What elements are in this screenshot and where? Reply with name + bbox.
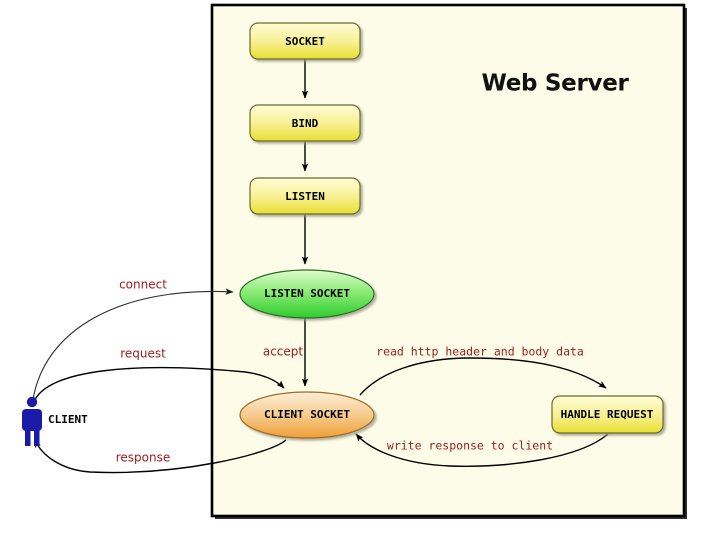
- node-handle-request[interactable]: HANDLE REQUEST: [551, 395, 664, 434]
- node-listen-socket-label: LISTEN SOCKET: [264, 287, 350, 300]
- node-handle-request-label: HANDLE REQUEST: [561, 408, 654, 421]
- edge-label-request: request: [120, 347, 166, 361]
- node-listen-socket[interactable]: LISTEN SOCKET: [239, 269, 375, 319]
- node-bind[interactable]: BIND: [249, 104, 361, 142]
- node-listen-label: LISTEN: [285, 190, 325, 203]
- node-socket[interactable]: SOCKET: [249, 22, 361, 60]
- node-socket-label: SOCKET: [285, 35, 325, 48]
- client-actor-label: CLIENT: [48, 413, 88, 426]
- edge-label-write-response: write response to client: [387, 439, 553, 453]
- node-bind-label: BIND: [292, 117, 319, 130]
- edge-label-response: response: [116, 451, 171, 465]
- edge-request: [32, 367, 285, 405]
- node-listen[interactable]: LISTEN: [249, 177, 361, 215]
- edge-label-connect: connect: [119, 278, 167, 292]
- edge-response: [34, 439, 287, 474]
- client-actor[interactable]: CLIENT: [22, 396, 88, 446]
- edge-connect: [32, 288, 234, 401]
- node-client-socket[interactable]: CLIENT SOCKET: [239, 391, 375, 439]
- panel-title: Web Server: [481, 71, 629, 97]
- node-client-socket-label: CLIENT SOCKET: [264, 408, 350, 421]
- person-icon: [22, 396, 42, 446]
- edge-write-response: [355, 433, 609, 467]
- edge-label-accept: accept: [263, 345, 304, 359]
- edge-read-http: [359, 357, 607, 396]
- edge-label-read-http: read http header and body data: [376, 345, 584, 359]
